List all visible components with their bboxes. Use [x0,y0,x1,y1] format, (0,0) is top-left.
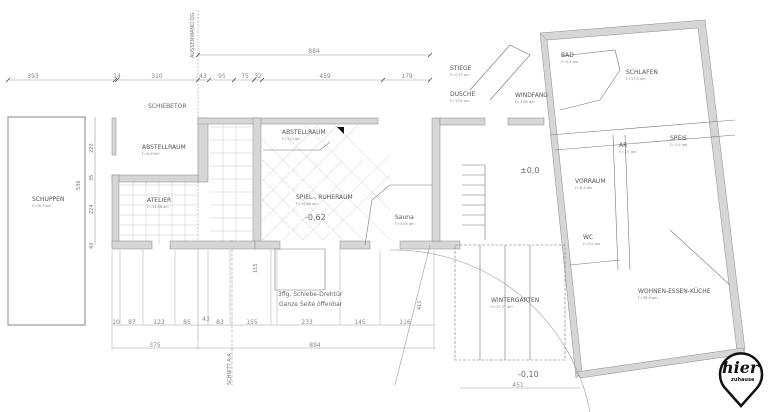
dim-side-7: 411 [417,300,423,310]
walls [111,19,746,379]
room-area: F=3,55 qm [395,222,415,226]
dim-bottom-4: 85 [183,319,191,326]
room-area: F=2,0 qm [583,242,601,246]
gate-label: SCHIEBETOR [148,103,187,110]
room-name: WINDFANG [515,92,548,99]
tile-pattern [120,120,253,245]
dim-bottom-8: 233 [301,319,313,326]
dim-wintergarten: 451 [512,382,524,389]
room-name: Sauna [395,214,414,221]
room-name: WC [583,234,594,241]
room-area: F=14,86 qm [147,205,169,209]
logo-main-text: hier [722,358,759,377]
dim-top-9: 179 [401,73,413,80]
room-area: F=3,07qm [282,137,301,141]
room-name: SCHUPPEN [32,196,65,203]
cursor-icon [337,127,344,134]
schuppen-outline [7,116,86,326]
dim-top-1: 393 [27,73,39,80]
room-name: BAD [561,52,574,59]
room-area: F=6,59m² [142,152,160,156]
dim-side-6: 115 [253,263,259,273]
room-area: F=30,53m² [32,204,52,208]
interior-lines [263,44,736,412]
room-area: F=1,7 qm [619,150,637,154]
room-area: F=2,27 qm [450,73,470,77]
dim-top-2: 14 [113,73,121,80]
room-name: VORRAUM [575,178,606,185]
room-name: STIEGE [450,65,472,72]
dim-side-3: 224 [89,204,95,214]
dim-bottom-6: 83 [216,319,224,326]
dimension-lines [5,10,580,389]
dim-top-7: 32 [254,73,262,80]
dim-bottom-3: 123 [153,319,165,326]
room-area: F=6,3 qm [575,186,593,190]
room-name: WOHNEN-ESSEN-KÜCHE [638,288,711,295]
room-area: F=1,9 qm [670,143,688,147]
room-name: DUSCHE [450,91,476,98]
dim-side-1: 220 [89,143,95,153]
dim-top-overall: 884 [308,48,320,55]
room-name: AR [619,142,628,149]
room-area: F=17,37 qm [491,305,513,309]
door-note-1: 3flg. Schiebe-Drehtür [278,291,343,298]
dim-top-6: 75 [241,73,249,80]
room-area: F=17,0 qm [626,77,646,81]
hier-zuhause-logo [718,352,764,408]
dim-top-5: 95 [218,73,226,80]
dim-top-8: 459 [319,73,331,80]
room-name: SPIEL-, RUHERAUM [296,194,353,201]
level-spielraum: -0,62 [305,213,326,222]
dim-bottom-2: 87 [128,319,136,326]
dim-bottom-total-2: 894 [309,342,321,349]
room-name: SCHLAFEN [626,69,658,76]
room-name: ABSTELLRAUM [142,144,186,151]
level-entrance: ±0,0 [520,166,540,175]
dim-bottom-5: 43 [202,316,210,323]
room-name: ABSTELLRAUM [282,129,326,136]
dim-bottom-7: 155 [246,319,258,326]
room-name: ATELIER [147,197,172,204]
room-area: F=38,6 qm [638,296,658,300]
dim-side-2: 35 [89,174,95,181]
dim-top-3: 310 [151,73,163,80]
room-name: SPEIS [670,135,687,142]
dim-bottom-total-1: 375 [149,342,161,349]
dim-bottom-1: 10 [112,319,120,326]
outer-wall-label: AUSSENWAND OG [190,12,196,58]
dim-bottom-10: 116 [399,319,411,326]
dim-side-4: 43 [89,242,95,249]
dim-side-5: 536 [76,180,82,190]
dim-top-4: 43 [199,73,207,80]
level-wintergarten: -0,10 [518,370,539,379]
room-area: F=5,5 qm [561,60,579,64]
dim-bottom-9: 145 [354,319,366,326]
logo-sub-text: zuhause [731,377,755,383]
section-label: SCHNITT A-A [227,353,233,385]
room-area: F=2,86 qm [515,100,535,104]
room-area: F=1,05 qm [450,99,470,103]
room-name: WINTERGARTEN [491,297,540,304]
room-area: F=19,86 qm [296,202,318,206]
door-note-2: Ganze Seite öffenbar [279,301,343,308]
